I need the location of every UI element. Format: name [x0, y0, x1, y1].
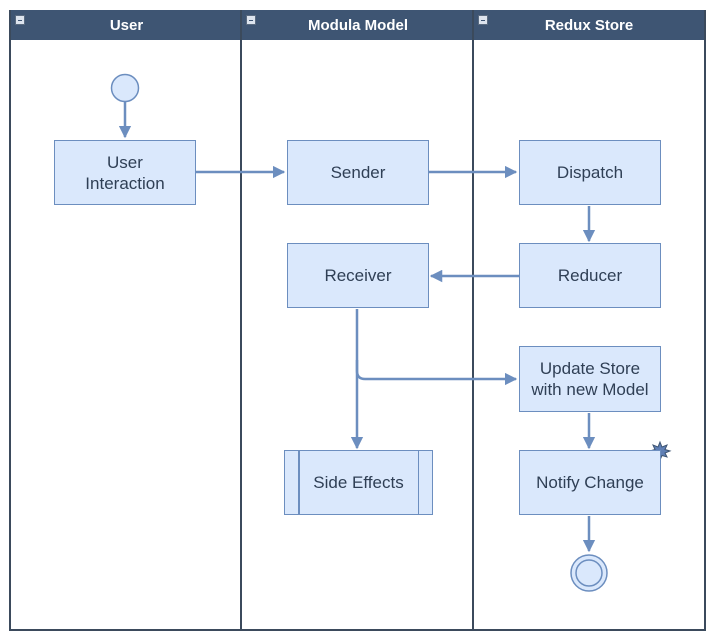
- node-side-effects[interactable]: Side Effects: [284, 450, 433, 515]
- collapse-icon[interactable]: [478, 15, 488, 25]
- lane-header-modula-model[interactable]: Modula Model: [242, 10, 474, 40]
- node-label: User Interaction: [85, 152, 165, 193]
- lane-title: Redux Store: [544, 16, 634, 34]
- pool-bottom-border: [9, 629, 706, 631]
- lane-header-user[interactable]: User: [11, 10, 242, 40]
- node-label: Update Store with new Model: [531, 359, 649, 399]
- node-sender[interactable]: Sender: [287, 140, 429, 205]
- lane-redux-store: Redux Store: [472, 10, 706, 631]
- start-node[interactable]: [110, 73, 140, 103]
- node-label: Side Effects: [313, 473, 404, 492]
- node-label: Dispatch: [556, 163, 624, 182]
- end-node[interactable]: [570, 554, 608, 592]
- collapse-icon[interactable]: [246, 15, 256, 25]
- node-label: Reducer: [557, 266, 623, 285]
- node-reducer[interactable]: Reducer: [519, 243, 661, 308]
- node-update-store[interactable]: Update Store with new Model: [519, 346, 661, 412]
- lane-title: Modula Model: [308, 16, 408, 34]
- lane-user: User: [9, 10, 242, 631]
- collapse-icon[interactable]: [15, 15, 25, 25]
- lane-title: User: [109, 16, 144, 34]
- lane-modula-model: Modula Model: [240, 10, 474, 631]
- node-user-interaction[interactable]: User Interaction: [54, 140, 196, 205]
- lane-header-redux-store[interactable]: Redux Store: [474, 10, 704, 40]
- node-receiver[interactable]: Receiver: [287, 243, 429, 308]
- node-label: Notify Change: [536, 473, 644, 492]
- node-label: Sender: [330, 163, 386, 182]
- edge-receiver-to-update-store: [355, 360, 518, 386]
- node-dispatch[interactable]: Dispatch: [519, 140, 661, 205]
- node-label: Receiver: [324, 266, 392, 285]
- node-notify-change[interactable]: Notify Change: [519, 450, 661, 515]
